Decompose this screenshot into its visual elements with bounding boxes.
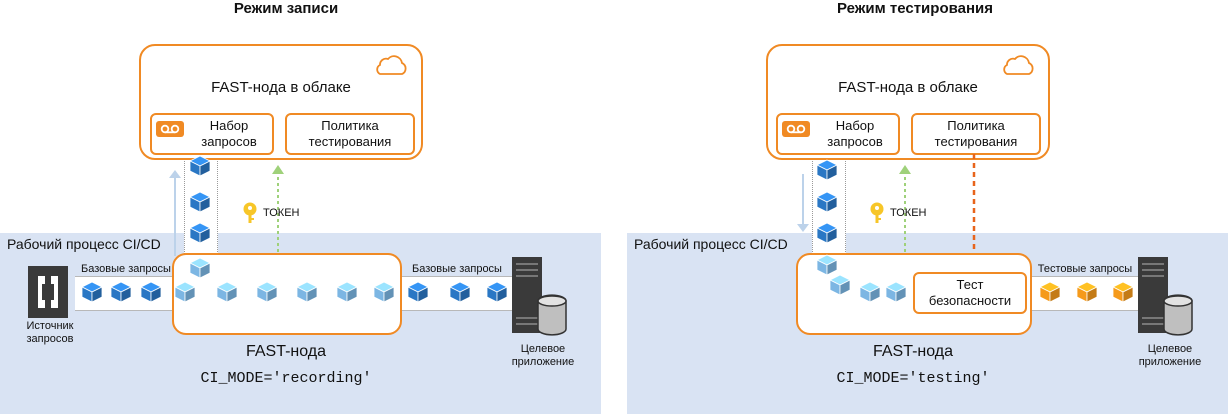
left-flow-label: Базовые запросы (81, 263, 171, 275)
test-policy-box: Политика тестирования (911, 113, 1041, 155)
cube-icon (296, 281, 318, 303)
ci-mode: CI_MODE='testing' (836, 370, 990, 387)
key-icon (243, 202, 257, 223)
cube-icon (110, 281, 132, 303)
source-label: Источник запросов (26, 320, 74, 345)
node-title: FAST-нода (872, 343, 954, 360)
cube-icon (1039, 281, 1061, 303)
cassette-icon (782, 121, 810, 137)
download-arrow (797, 174, 809, 232)
token-label: ТОКЕН (890, 207, 927, 219)
cube-icon (256, 281, 278, 303)
cube-icon (373, 281, 395, 303)
token-arrow (899, 165, 911, 252)
key-icon (870, 202, 884, 223)
right-flow-label: Базовые запросы (412, 263, 502, 275)
upload-arrow (169, 170, 181, 256)
cloud-icon (1003, 55, 1034, 75)
cube-icon (816, 191, 838, 213)
cloud-title: FAST-нода в облаке (838, 79, 978, 96)
cube-icon (174, 281, 196, 303)
cube-icon (189, 155, 211, 177)
node-title: FAST-нода (245, 343, 327, 360)
right-flow-label: Тестовые запросы (1037, 263, 1133, 275)
token-arrow (272, 165, 284, 252)
request-set-box: Набор запросов (776, 113, 900, 155)
cicd-label: Рабочий процесс CI/CD (634, 236, 788, 252)
cube-icon (885, 281, 907, 303)
source-icon (28, 266, 68, 318)
cube-icon (486, 281, 508, 303)
token-label: ТОКЕН (263, 207, 300, 219)
ci-mode: CI_MODE='recording' (200, 370, 372, 387)
security-test-box: Тест безопасности (913, 272, 1027, 314)
cloud-title: FAST-нода в облаке (211, 79, 351, 96)
test-policy-label: Политика тестирования (934, 118, 1018, 149)
request-set-label: Набор запросов (827, 118, 883, 149)
server-icon (512, 257, 567, 336)
cicd-label: Рабочий процесс CI/CD (7, 236, 161, 252)
cube-icon (829, 274, 851, 296)
cube-icon (189, 191, 211, 213)
cube-icon (816, 254, 838, 276)
cube-icon (81, 281, 103, 303)
cube-icon (189, 222, 211, 244)
cube-icon (189, 257, 211, 279)
security-test-label: Тест безопасности (928, 277, 1012, 308)
cube-icon (1076, 281, 1098, 303)
cassette-icon (156, 121, 184, 137)
cube-icon (1112, 281, 1134, 303)
cube-icon (816, 159, 838, 181)
cube-icon (859, 281, 881, 303)
cloud-icon (376, 55, 407, 75)
cube-icon (140, 281, 162, 303)
target-label: Целевое приложение (511, 343, 575, 368)
cube-icon (336, 281, 358, 303)
cube-icon (407, 281, 429, 303)
server-icon (1138, 257, 1193, 336)
request-set-label: Набор запросов (201, 118, 257, 149)
target-label: Целевое приложение (1138, 343, 1202, 368)
panel-title: Режим тестирования (836, 0, 994, 17)
panel-title: Режим записи (233, 0, 339, 17)
cube-icon (216, 281, 238, 303)
test-policy-label: Политика тестирования (308, 118, 392, 149)
test-policy-box: Политика тестирования (285, 113, 415, 155)
cube-icon (816, 222, 838, 244)
cube-icon (449, 281, 471, 303)
